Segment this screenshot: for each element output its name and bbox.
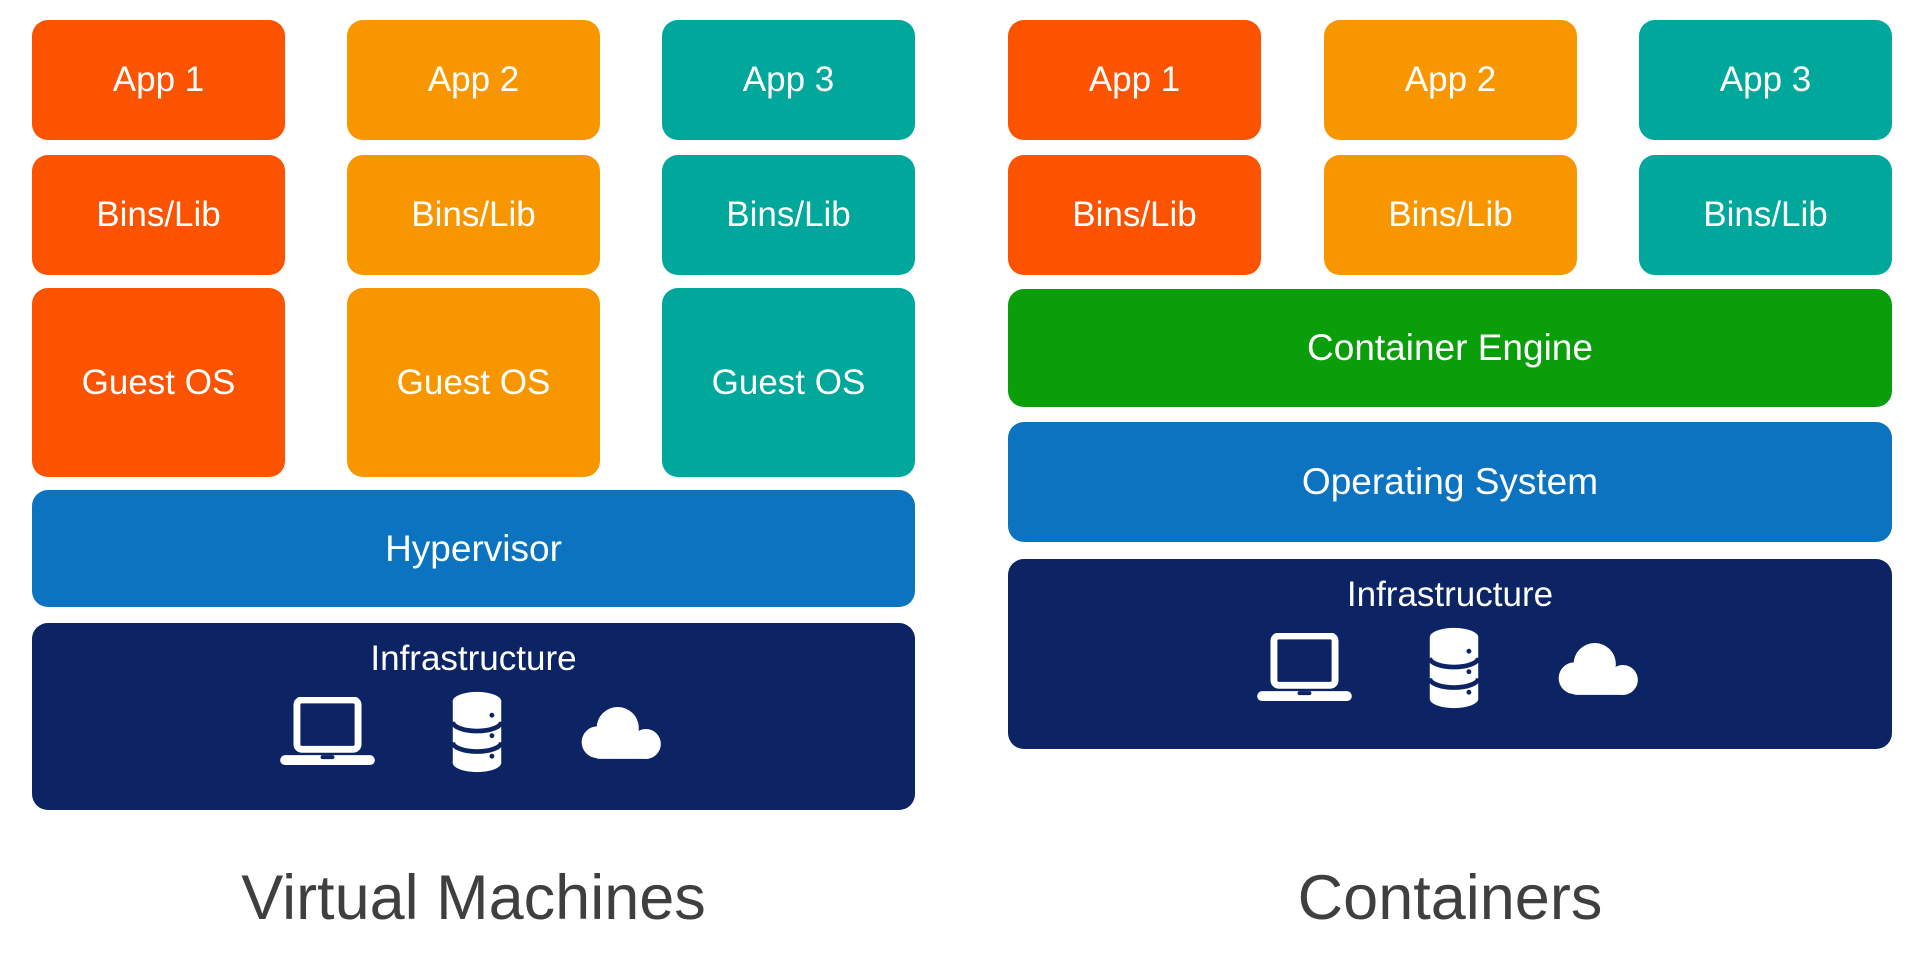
- vm-binslib-3-box: Bins/Lib: [662, 155, 915, 275]
- laptop-icon: [280, 696, 375, 768]
- vm-app-2-box: App 2: [347, 20, 600, 140]
- ct-binslib-1-box: Bins/Lib: [1008, 155, 1261, 275]
- vm-guestos-1-box: Guest OS: [32, 288, 285, 477]
- vm-infrastructure-label: Infrastructure: [370, 639, 577, 678]
- vm-app-1-box: App 1: [32, 20, 285, 140]
- ct-binslib-3-box: Bins/Lib: [1639, 155, 1892, 275]
- ct-infrastructure-icons: [1256, 627, 1644, 709]
- ct-binslib-2-box: Bins/Lib: [1324, 155, 1577, 275]
- vm-guestos-3-box: Guest OS: [662, 288, 915, 477]
- ct-app-2-box: App 2: [1324, 20, 1577, 140]
- cloud-icon: [1556, 638, 1644, 699]
- database-icon: [447, 691, 507, 773]
- ct-infrastructure-bar: Infrastructure: [1008, 559, 1892, 749]
- ct-app-1-box: App 1: [1008, 20, 1261, 140]
- ct-infrastructure-label: Infrastructure: [1346, 575, 1554, 614]
- vm-app-3-box: App 3: [662, 20, 915, 140]
- vm-infrastructure-icons: [280, 691, 667, 773]
- hypervisor-bar: Hypervisor: [32, 490, 915, 607]
- operating-system-bar: Operating System: [1008, 422, 1892, 542]
- container-engine-bar: Container Engine: [1008, 289, 1892, 407]
- cloud-icon: [579, 702, 667, 763]
- virtual-machines-title: Virtual Machines: [241, 863, 706, 933]
- database-icon: [1424, 627, 1484, 709]
- vm-guestos-2-box: Guest OS: [347, 288, 600, 477]
- vm-binslib-2-box: Bins/Lib: [347, 155, 600, 275]
- vm-binslib-1-box: Bins/Lib: [32, 155, 285, 275]
- containers-title: Containers: [1297, 863, 1603, 933]
- laptop-icon: [1256, 632, 1352, 704]
- vm-infrastructure-bar: Infrastructure: [32, 623, 915, 810]
- ct-app-3-box: App 3: [1639, 20, 1892, 140]
